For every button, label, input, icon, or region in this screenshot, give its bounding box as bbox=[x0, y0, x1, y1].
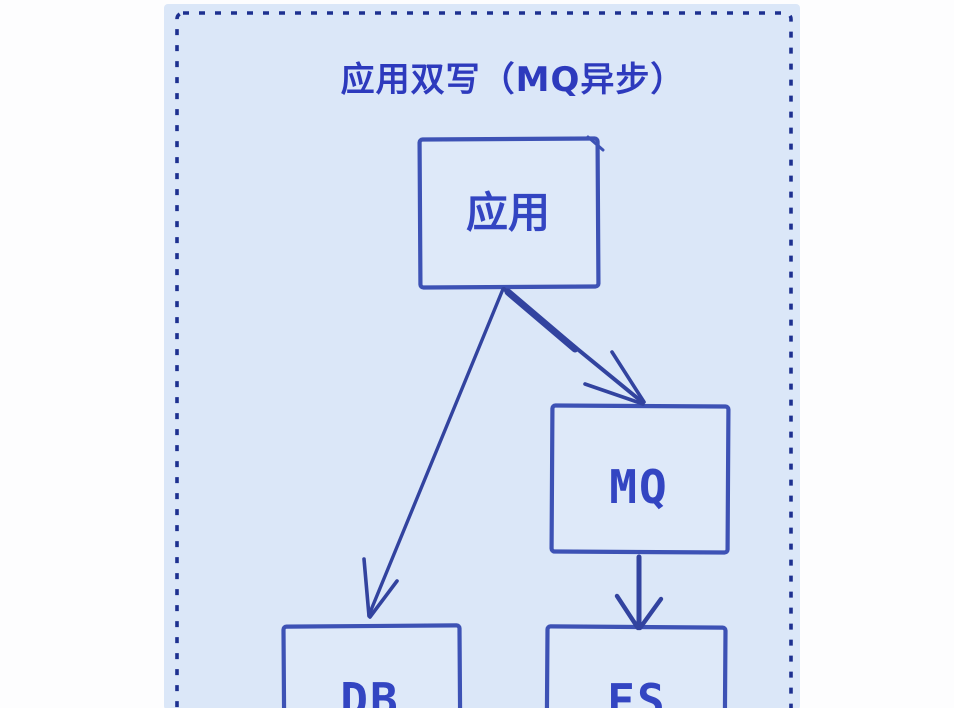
edge-app-db-arrowhead-left bbox=[362, 557, 371, 618]
node-mq-label: MQ bbox=[609, 460, 668, 514]
node-app-label: 应用 bbox=[466, 188, 550, 237]
edge-mq-es-arrowhead-left bbox=[614, 593, 641, 631]
panel-background bbox=[164, 4, 800, 708]
node-app: 应用 bbox=[417, 135, 605, 290]
edge-mq-es-arrowhead-right bbox=[637, 596, 664, 631]
edge-app-to-mq bbox=[502, 287, 646, 406]
edge-app-to-db bbox=[362, 287, 505, 619]
edge-app-mq-line-retrace bbox=[504, 288, 579, 353]
edge-app-mq-arrowhead-upper bbox=[610, 350, 646, 404]
node-es-label: ES bbox=[607, 674, 666, 708]
node-app-box bbox=[417, 136, 601, 290]
node-mq: MQ bbox=[549, 403, 731, 555]
node-mq-box bbox=[549, 403, 731, 555]
edge-app-db-arrowhead-right bbox=[368, 579, 399, 619]
node-db-box bbox=[281, 623, 463, 708]
node-db: DB bbox=[281, 623, 463, 708]
diagram-title: 应用双写（MQ异步） bbox=[341, 60, 686, 100]
edge-mq-to-es bbox=[614, 554, 664, 631]
node-es: ES bbox=[544, 624, 728, 708]
node-db-label: DB bbox=[340, 673, 399, 708]
node-app-corner-overshoot bbox=[586, 135, 605, 152]
edge-app-db-line bbox=[367, 287, 505, 617]
dotted-border bbox=[175, 11, 793, 708]
edge-app-mq-arrowhead-lower bbox=[583, 382, 645, 406]
